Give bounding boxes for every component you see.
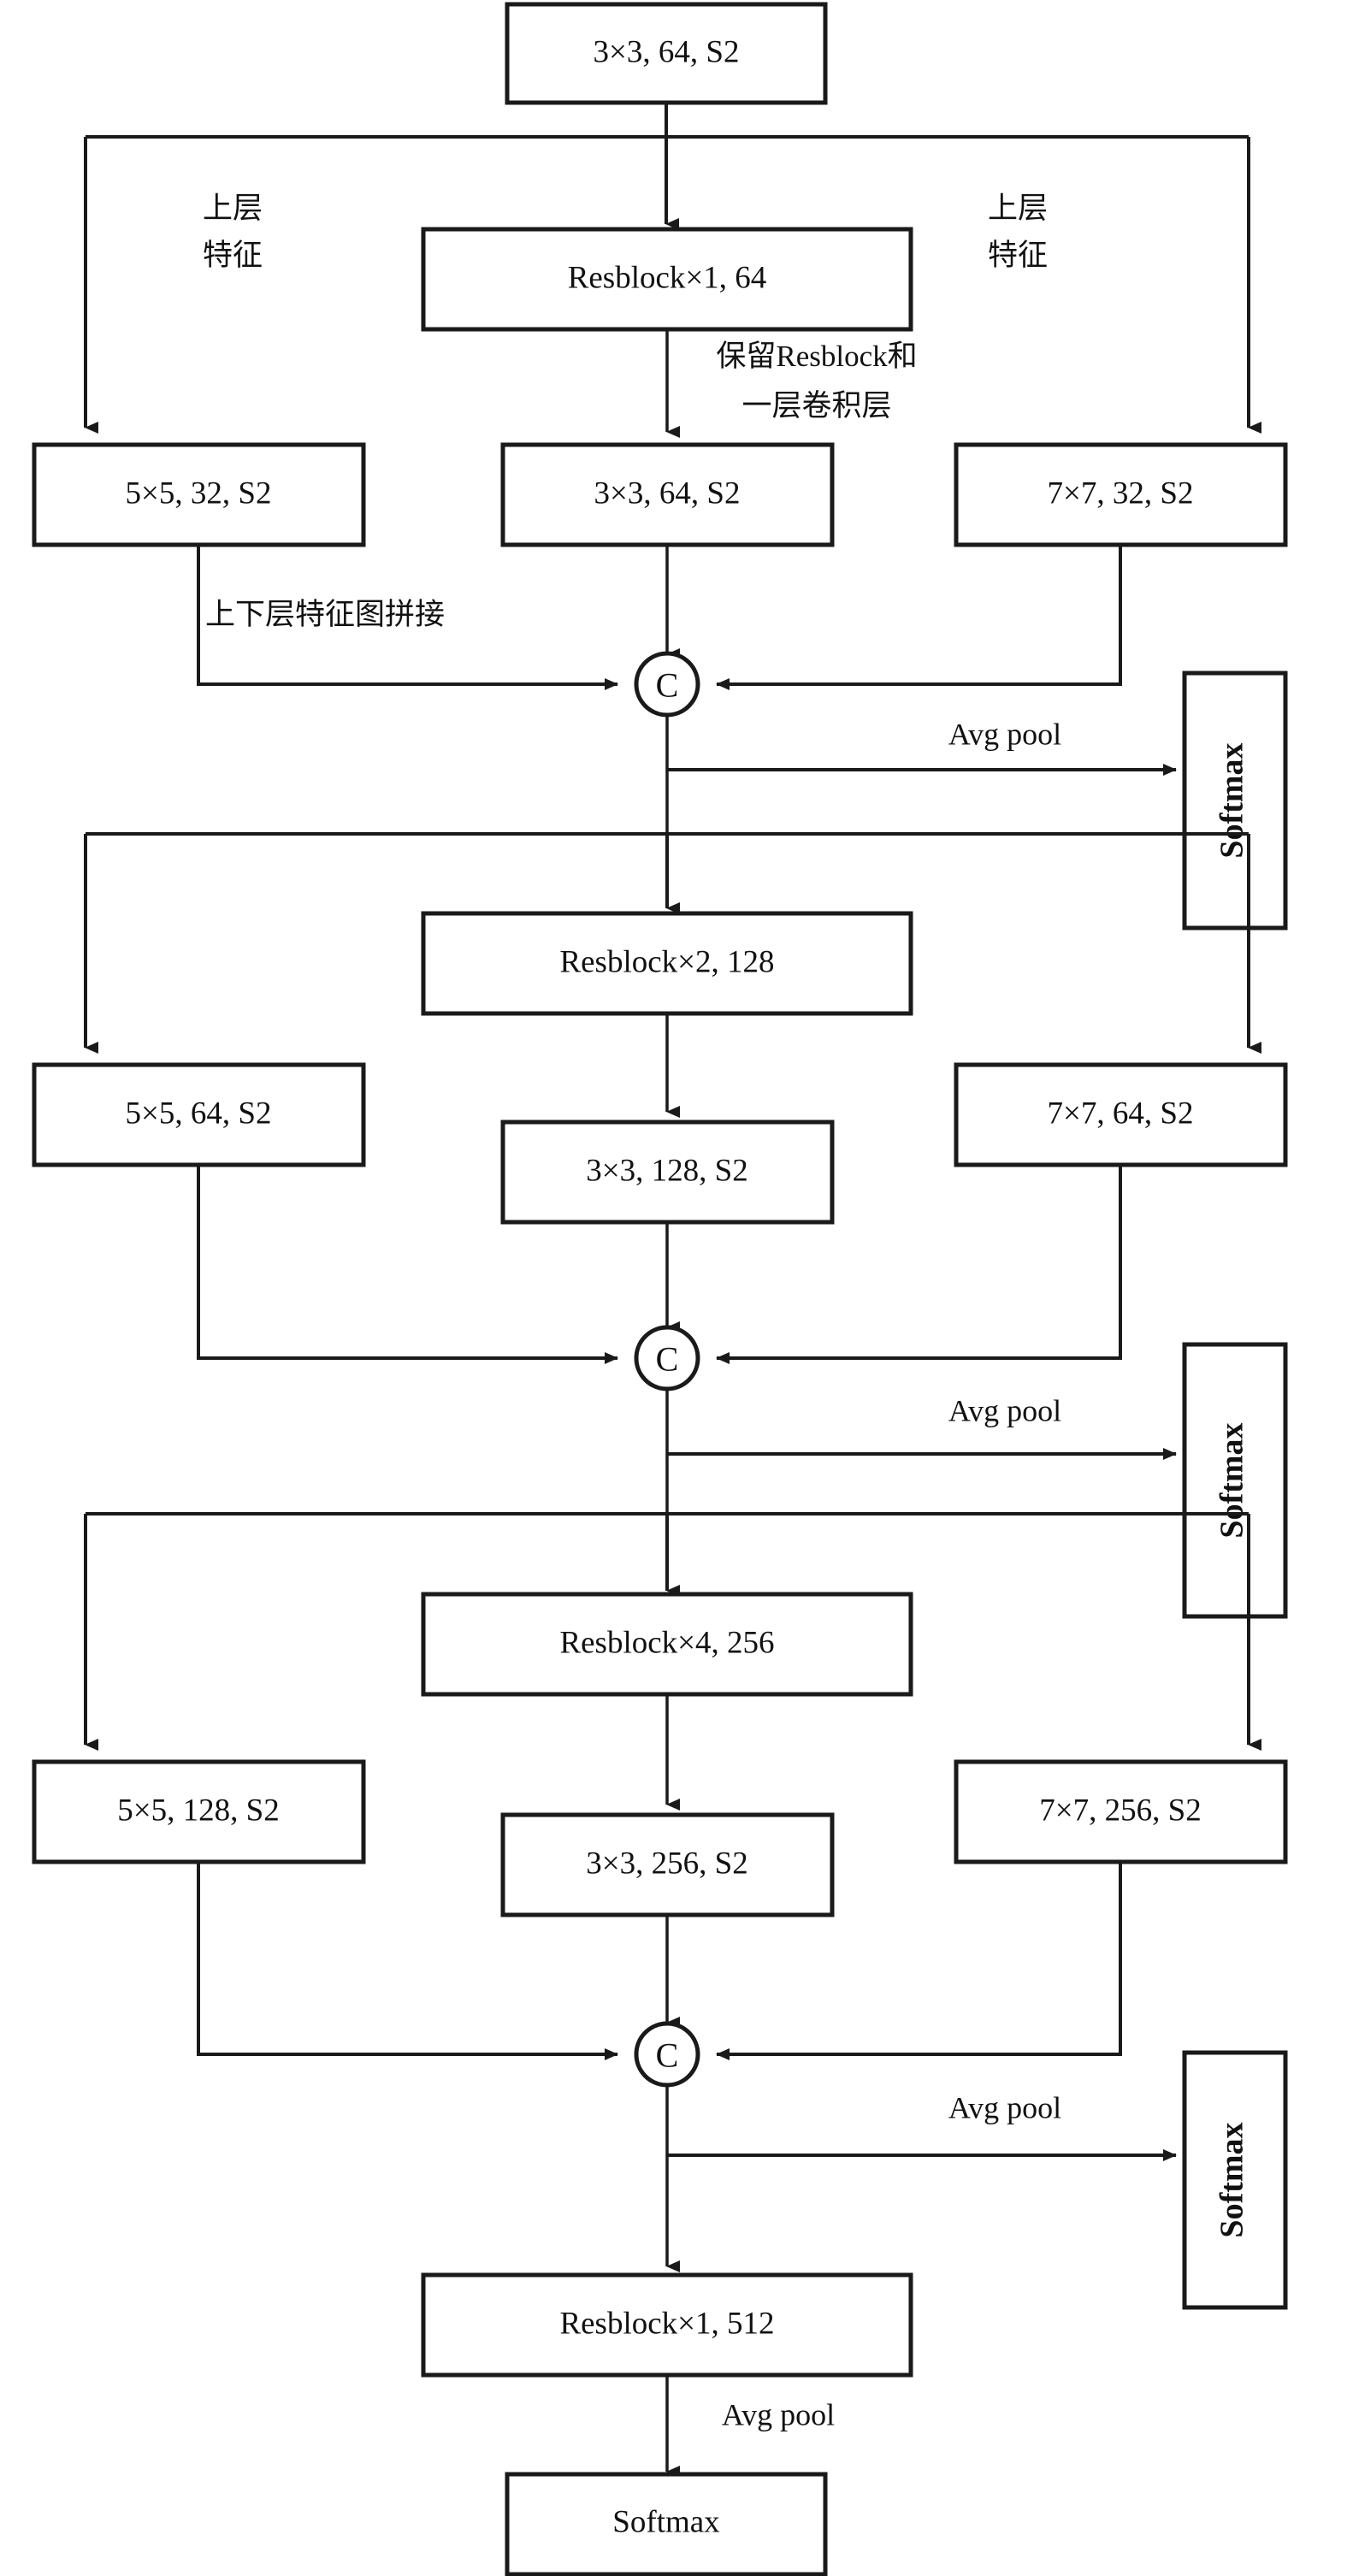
softmax-branch-box-3: Softmax (1182, 2050, 1288, 2310)
stage3-mid-conv-label: 3×3, 256, S2 (586, 1846, 747, 1881)
softmax-branch-rect-3 (1182, 2050, 1288, 2310)
softmax-branch-rect-2 (1182, 1342, 1288, 1619)
stage1-right-conv-label: 7×7, 32, S2 (1048, 476, 1194, 511)
wire-stage3-right-to-concat (716, 1862, 1122, 2060)
stage1-mid-conv-label: 3×3, 64, S2 (594, 476, 741, 511)
stage1-left-conv-label: 5×5, 32, S2 (126, 476, 272, 511)
wire-stage2-left-to-concat (197, 1165, 618, 1364)
upper-feature-right-line1: 上层 (988, 192, 1048, 226)
stage3-right-conv-label: 7×7, 256, S2 (1039, 1793, 1201, 1828)
stage1-right-conv-box: 7×7, 32, S2 (954, 442, 1288, 547)
stage3-right-conv-rect (954, 1759, 1288, 1864)
softmax-branch-label-1: Softmax (1214, 742, 1250, 858)
stage1-mid-conv-box: 3×3, 64, S2 (500, 442, 835, 547)
stage2-mid-conv-box: 3×3, 128, S2 (500, 1120, 835, 1225)
stage2-left-conv-rect (32, 1062, 366, 1167)
softmax-final-box: Softmax (505, 2472, 828, 2576)
stage2-resblock-box: Resblock×2, 128 (421, 911, 913, 1016)
stage1-left-conv-rect (32, 442, 366, 547)
stage2-mid-conv-label: 3×3, 128, S2 (586, 1153, 747, 1188)
wire-stage1-right-to-concat (716, 545, 1122, 690)
upper-feature-label-right: 上层 特征 (988, 192, 1048, 273)
wire-stage1-left-to-concat (197, 545, 618, 690)
upper-feature-left-line1: 上层 (203, 192, 263, 226)
stage3-left-conv-label: 5×5, 128, S2 (117, 1793, 279, 1828)
softmax-branch-label-3: Softmax (1214, 2122, 1250, 2237)
stage4-resblock-box: Resblock×1, 512 (421, 2272, 913, 2378)
stage3-resblock-box: Resblock×4, 256 (421, 1592, 913, 1697)
wire-stage2-right-to-concat (716, 1165, 1122, 1364)
stem-conv-rect (505, 2, 828, 105)
stage3-mid-conv-rect (500, 1812, 835, 1917)
keep-resblock-note: 保留Resblock和 一层卷积层 (716, 340, 917, 422)
softmax-branch-box-1: Softmax (1182, 671, 1288, 931)
keep-resblock-line2: 一层卷积层 (741, 389, 891, 422)
stage2-resblock-rect (421, 911, 913, 1016)
stage3-right-conv-box: 7×7, 256, S2 (954, 1759, 1288, 1864)
stage2-left-conv-box: 5×5, 64, S2 (32, 1062, 366, 1167)
wire-stage3-left-to-concat (197, 1862, 618, 2060)
concat-note-label: 上下层特征图拼接 (205, 598, 445, 632)
concat-node-3-label: C (656, 2036, 679, 2075)
stage3-mid-conv-box: 3×3, 256, S2 (500, 1812, 835, 1917)
stem-conv-box: 3×3, 64, S2 (505, 2, 828, 105)
stage1-resblock-box: Resblock×1, 64 (421, 227, 913, 332)
concat-node-3: C (634, 2021, 700, 2088)
upper-feature-left-line2: 特征 (203, 239, 263, 273)
avg-pool-label-1: Avg pool (948, 717, 1061, 751)
softmax-branch-rect-1 (1182, 671, 1288, 931)
avg-pool-label-3: Avg pool (948, 2090, 1061, 2124)
stage2-mid-conv-rect (500, 1120, 835, 1225)
stem-conv-label: 3×3, 64, S2 (594, 34, 740, 69)
softmax-final-rect (505, 2472, 828, 2576)
stage3-left-conv-box: 5×5, 128, S2 (32, 1759, 366, 1864)
concat-node-1: C (634, 651, 700, 718)
softmax-final-label: Softmax (612, 2504, 720, 2539)
stage1-left-conv-box: 5×5, 32, S2 (32, 442, 366, 547)
stage2-right-conv-label: 7×7, 64, S2 (1048, 1096, 1194, 1131)
concat-node-2: C (634, 1325, 700, 1391)
stage3-resblock-rect (421, 1592, 913, 1697)
concat-node-2-label: C (656, 1340, 679, 1379)
stage2-right-conv-box: 7×7, 64, S2 (954, 1062, 1288, 1167)
concat-node-1-label: C (656, 666, 679, 705)
avg-pool-label-2: Avg pool (948, 1393, 1061, 1427)
softmax-branch-box-2: Softmax (1182, 1342, 1288, 1619)
upper-feature-label-left: 上层 特征 (203, 192, 263, 273)
softmax-branch-label-2: Softmax (1214, 1422, 1250, 1538)
stage3-resblock-label: Resblock×4, 256 (559, 1625, 774, 1660)
stage2-right-conv-rect (954, 1062, 1288, 1167)
stage2-resblock-label: Resblock×2, 128 (559, 944, 774, 979)
upper-feature-right-line2: 特征 (988, 239, 1048, 273)
stage1-right-conv-rect (954, 442, 1288, 547)
keep-resblock-line1: 保留Resblock和 (716, 340, 917, 373)
avg-pool-label-4: Avg pool (722, 2397, 835, 2431)
stage2-left-conv-label: 5×5, 64, S2 (126, 1096, 272, 1131)
stage1-resblock-label: Resblock×1, 64 (568, 260, 767, 295)
stage4-resblock-rect (421, 2272, 913, 2378)
stage3-left-conv-rect (32, 1759, 366, 1864)
stage4-resblock-label: Resblock×1, 512 (559, 2306, 774, 2341)
